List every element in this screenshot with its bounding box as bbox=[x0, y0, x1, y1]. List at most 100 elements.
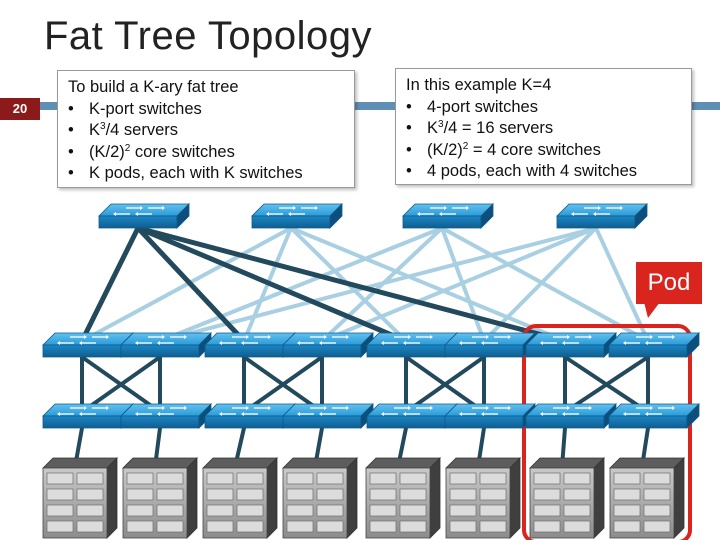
switch-arrowhead bbox=[466, 206, 469, 210]
switch-arrowhead bbox=[567, 406, 570, 410]
switch-arrowhead bbox=[481, 341, 484, 345]
left-text-box: To build a K-ary fat tree •K-port switch… bbox=[57, 70, 355, 188]
left-box-item: •(K/2)2 core switches bbox=[68, 142, 344, 164]
bullet-icon: • bbox=[406, 140, 412, 159]
switch-front-face bbox=[282, 415, 362, 429]
switch-arrowhead bbox=[650, 406, 653, 410]
server-top-face bbox=[42, 457, 118, 469]
server-drive-bay bbox=[286, 520, 314, 533]
switch-arrowhead bbox=[486, 335, 489, 339]
server-drive-bay bbox=[156, 472, 184, 485]
switch-front-face bbox=[608, 415, 688, 429]
bullet-icon: • bbox=[68, 142, 74, 161]
network-link bbox=[80, 355, 162, 414]
server-drive-bay bbox=[563, 504, 591, 517]
server-drive-bay bbox=[533, 488, 561, 501]
switch-arrowhead bbox=[140, 206, 143, 210]
server-drive-bay bbox=[399, 504, 427, 517]
server-drive-bay bbox=[46, 504, 74, 517]
bullet-icon: • bbox=[406, 97, 412, 116]
right-box-heading: In this example K=4 bbox=[406, 76, 552, 94]
slide-title: Fat Tree Topology bbox=[44, 14, 372, 58]
network-link bbox=[80, 226, 293, 343]
switch-front-face bbox=[608, 344, 688, 358]
switch-arrowhead bbox=[319, 341, 322, 345]
switch-front-face bbox=[42, 415, 122, 429]
server-drive-bay bbox=[449, 472, 477, 485]
switch-front-face bbox=[525, 344, 605, 358]
network-link bbox=[135, 225, 409, 344]
network-link bbox=[79, 225, 141, 344]
server-drive-bay bbox=[316, 472, 344, 485]
server-icon bbox=[42, 457, 118, 539]
core-switch-icon bbox=[251, 203, 343, 229]
edge-switch-icon bbox=[525, 403, 617, 429]
switch-arrowhead bbox=[184, 406, 187, 410]
switch-arrowhead bbox=[430, 335, 433, 339]
edge-switch-icon bbox=[444, 403, 536, 429]
edge-switch-icon bbox=[282, 403, 374, 429]
server-drive-bay bbox=[399, 472, 427, 485]
network-link bbox=[158, 226, 444, 343]
switch-arrowhead bbox=[135, 412, 138, 416]
aggregation-switch-icon bbox=[608, 332, 700, 358]
switch-arrowhead bbox=[293, 206, 296, 210]
server-drive-bay bbox=[126, 488, 154, 501]
switch-arrowhead bbox=[346, 406, 349, 410]
switch-arrowhead bbox=[589, 335, 592, 339]
switch-front-face bbox=[402, 215, 482, 229]
left-box-item: •K-port switches bbox=[68, 99, 344, 121]
switch-arrowhead bbox=[324, 335, 327, 339]
server-drive-bay bbox=[479, 504, 507, 517]
server-drive-bay bbox=[563, 520, 591, 533]
edge-switch-icon bbox=[608, 403, 700, 429]
switch-arrowhead bbox=[79, 341, 82, 345]
switch-arrowhead bbox=[508, 335, 511, 339]
server-drive-bay bbox=[46, 520, 74, 533]
switch-arrowhead bbox=[162, 206, 165, 210]
server-drive-bay bbox=[286, 472, 314, 485]
network-link bbox=[242, 355, 324, 414]
switch-front-face bbox=[444, 344, 524, 358]
server-drive-bay bbox=[76, 520, 104, 533]
server-drive-bay bbox=[563, 488, 591, 501]
switch-front-face bbox=[42, 344, 122, 358]
switch-front-face bbox=[556, 215, 636, 229]
aggregation-switch-icon bbox=[444, 332, 536, 358]
server-top-face bbox=[609, 457, 685, 469]
server-top-face bbox=[122, 457, 198, 469]
switch-arrowhead bbox=[297, 412, 300, 416]
switch-arrowhead bbox=[162, 406, 165, 410]
server-icon bbox=[609, 457, 685, 539]
switch-arrowhead bbox=[598, 206, 601, 210]
server-top-face bbox=[365, 457, 441, 469]
core-switch-icon bbox=[556, 203, 648, 229]
switch-arrowhead bbox=[567, 335, 570, 339]
aggregation-switch-icon bbox=[204, 332, 296, 358]
server-icon bbox=[445, 457, 521, 539]
server-drive-bay bbox=[236, 472, 264, 485]
switch-arrowhead bbox=[157, 341, 160, 345]
server-drive-bay bbox=[286, 488, 314, 501]
server-drive-bay bbox=[46, 488, 74, 501]
switch-side-face bbox=[176, 203, 190, 229]
server-drive-bay bbox=[399, 520, 427, 533]
switch-arrowhead bbox=[381, 341, 384, 345]
edge-switch-icon bbox=[120, 403, 212, 429]
switch-front-face bbox=[444, 415, 524, 429]
switch-arrowhead bbox=[672, 406, 675, 410]
switch-arrowhead bbox=[486, 406, 489, 410]
switch-arrowhead bbox=[403, 341, 406, 345]
server-drive-bay bbox=[533, 520, 561, 533]
server-top-face bbox=[445, 457, 521, 469]
bullet-icon: • bbox=[68, 164, 74, 182]
switch-arrowhead bbox=[593, 212, 596, 216]
server-side-face bbox=[429, 457, 441, 539]
left-box-item: •K pods, each with K switches bbox=[68, 163, 344, 185]
switch-arrowhead bbox=[135, 341, 138, 345]
server-drive-bay bbox=[76, 472, 104, 485]
server-drive-bay bbox=[76, 504, 104, 517]
right-box-item: •K3/4 = 16 servers bbox=[406, 118, 681, 140]
server-drive-bay bbox=[533, 472, 561, 485]
switch-arrowhead bbox=[645, 412, 648, 416]
